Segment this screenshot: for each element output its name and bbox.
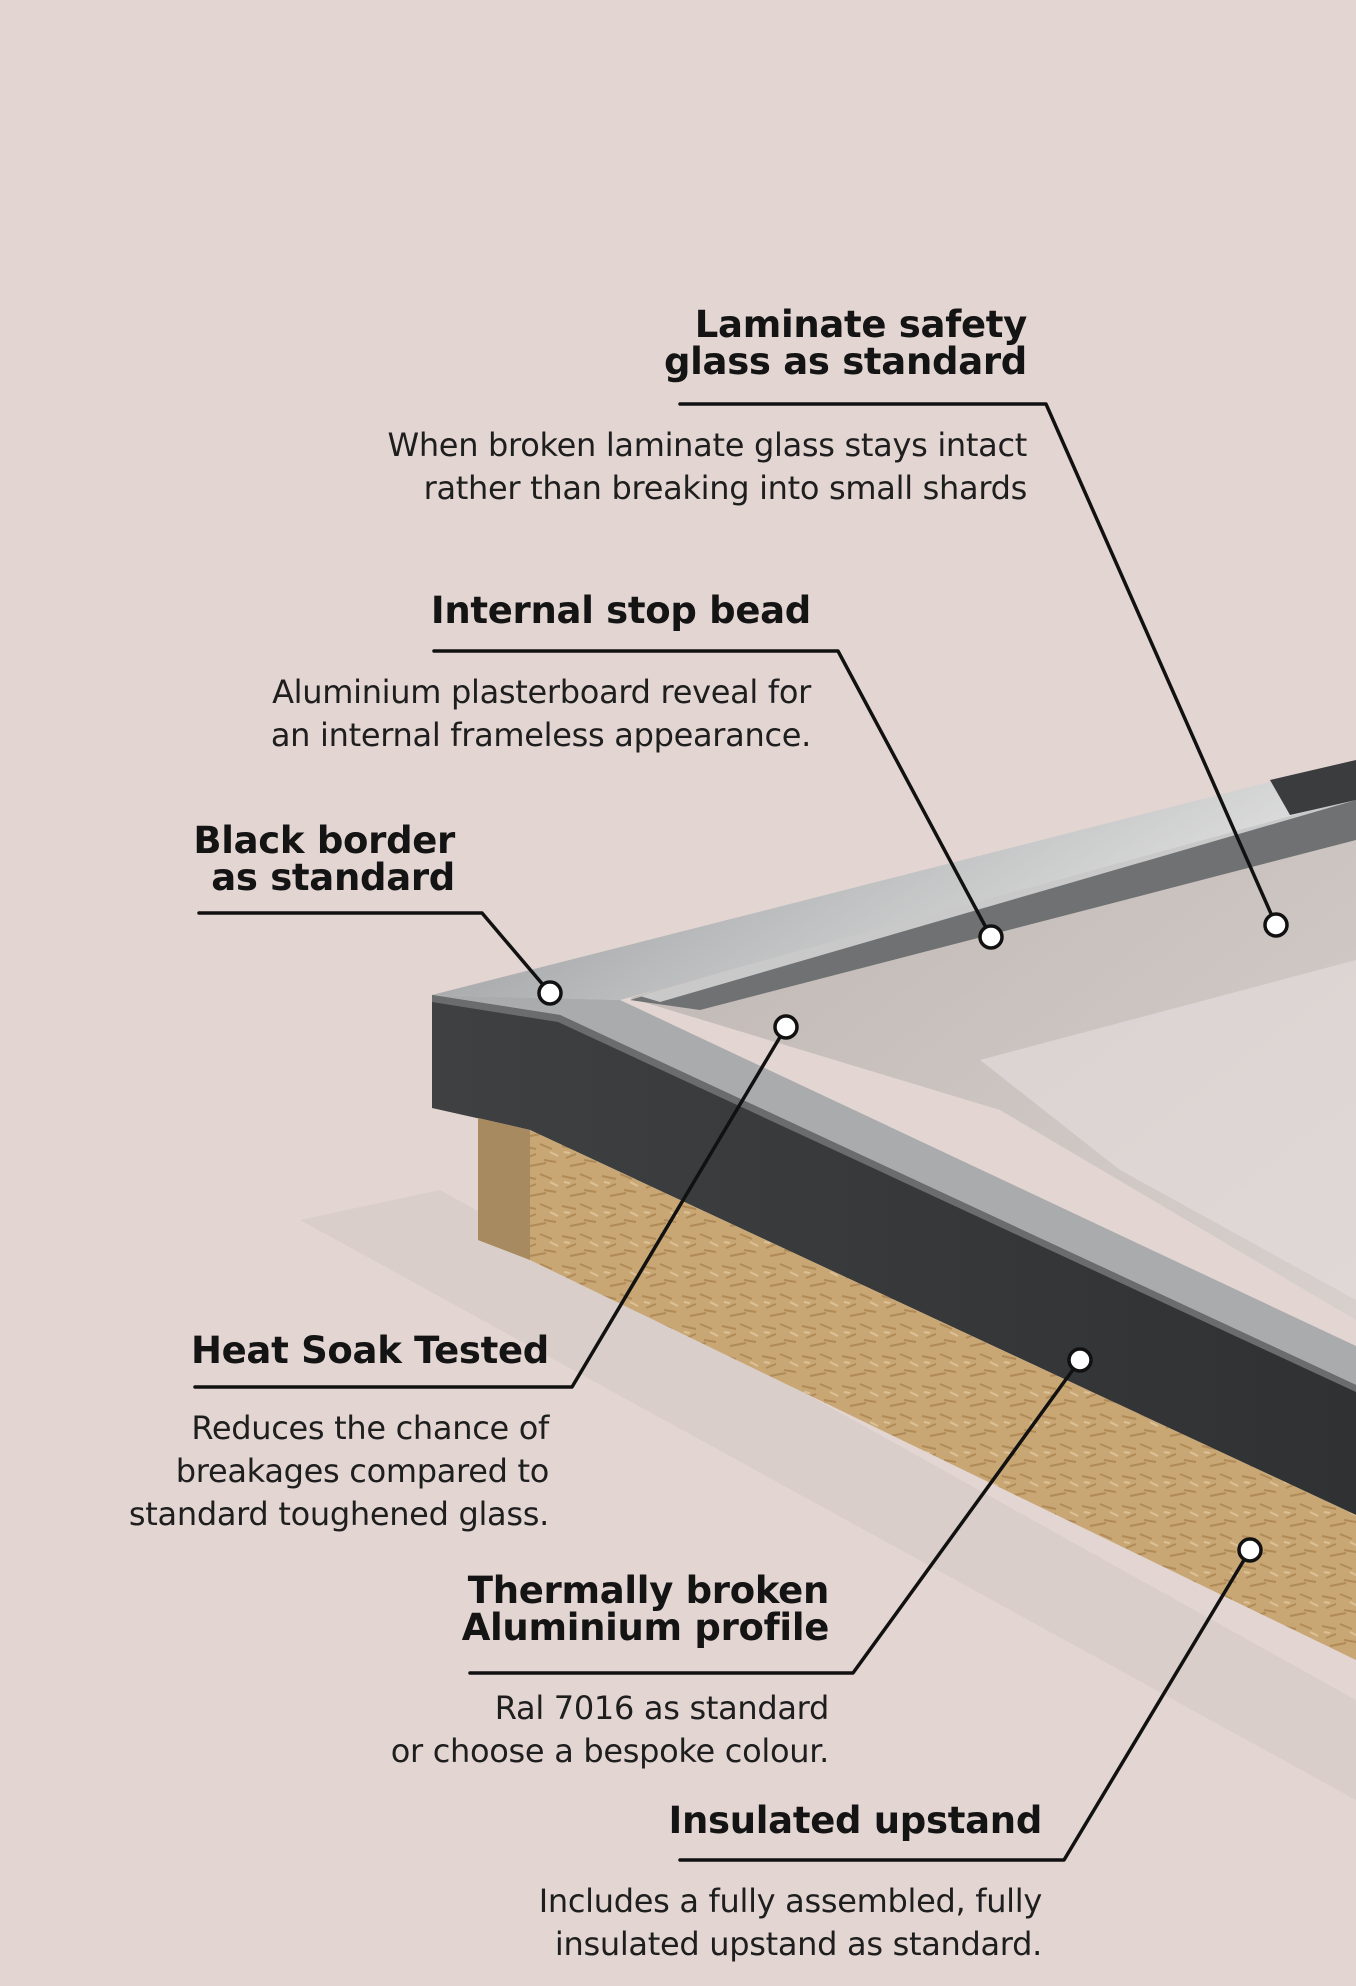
leader-upstand: [678, 1548, 1252, 1862]
callout-desc-upstand: Includes a fully assembled, fully insula…: [538, 1880, 1043, 1966]
leader-stop-bead: [432, 649, 993, 939]
callout-desc-heat-soak: Reduces the chance of breakages compared…: [129, 1407, 549, 1536]
desc-line: standard toughened glass.: [128, 1495, 549, 1533]
title-line: Internal stop bead: [430, 589, 811, 632]
title-line: Black border: [193, 819, 455, 862]
callout-title-thermal: Thermally broken Aluminium profile: [461, 1569, 830, 1649]
desc-line: breakages compared to: [175, 1452, 550, 1490]
desc-line: or choose a bespoke colour.: [390, 1732, 830, 1770]
callout-title-black-border: Black border as standard: [193, 822, 455, 896]
dot-thermal: [1067, 1347, 1093, 1373]
desc-line: insulated upstand as standard.: [554, 1925, 1042, 1963]
leader-black-border: [197, 911, 552, 995]
dot-laminate: [1263, 912, 1289, 938]
callout-desc-stop-bead: Aluminium plasterboard reveal for an int…: [271, 671, 811, 757]
desc-line: Ral 7016 as standard: [494, 1689, 830, 1727]
callout-desc-thermal: Ral 7016 as standard or choose a bespoke…: [390, 1687, 830, 1773]
leader-thermal: [468, 1358, 1082, 1675]
dot-heat-soak: [773, 1014, 799, 1040]
callout-lines: [193, 402, 1278, 1862]
insulated-upstand-wood: [478, 1118, 1356, 1660]
desc-line: an internal frameless appearance.: [270, 716, 811, 754]
dot-upstand: [1237, 1537, 1263, 1563]
title-line: glass as standard: [663, 340, 1027, 383]
desc-line: Reduces the chance of: [191, 1409, 549, 1447]
title-line: as standard: [211, 856, 455, 899]
title-line: Insulated upstand: [668, 1799, 1043, 1842]
desc-line: Includes a fully assembled, fully: [538, 1882, 1043, 1920]
leader-laminate: [678, 402, 1278, 927]
callout-title-stop-bead: Internal stop bead: [431, 592, 811, 629]
leader-heat-soak: [193, 1025, 788, 1389]
desc-line: rather than breaking into small shards: [423, 469, 1028, 507]
floor-shadow: [300, 1190, 1356, 1800]
desc-line: Aluminium plasterboard reveal for: [272, 673, 811, 711]
desc-line: When broken laminate glass stays intact: [387, 426, 1027, 464]
glass-reflection: [980, 960, 1356, 1300]
upstand-shade: [478, 1118, 530, 1260]
callout-desc-laminate: When broken laminate glass stays intact …: [387, 424, 1027, 510]
frame-top-back: [432, 760, 1356, 1000]
callout-title-heat-soak: Heat Soak Tested: [191, 1332, 549, 1369]
title-line: Laminate safety: [694, 303, 1028, 346]
title-line: Thermally broken: [467, 1569, 830, 1612]
frame-back-bar: [1270, 760, 1356, 815]
title-line: Heat Soak Tested: [190, 1329, 549, 1372]
callout-dots: [537, 912, 1289, 1563]
dot-black-border: [537, 980, 563, 1006]
dot-stop-bead: [978, 924, 1004, 950]
frame-side: [432, 995, 1356, 1515]
title-line: Aluminium profile: [461, 1606, 830, 1649]
callout-title-laminate: Laminate safety glass as standard: [664, 306, 1027, 380]
callout-title-upstand: Insulated upstand: [669, 1802, 1043, 1839]
